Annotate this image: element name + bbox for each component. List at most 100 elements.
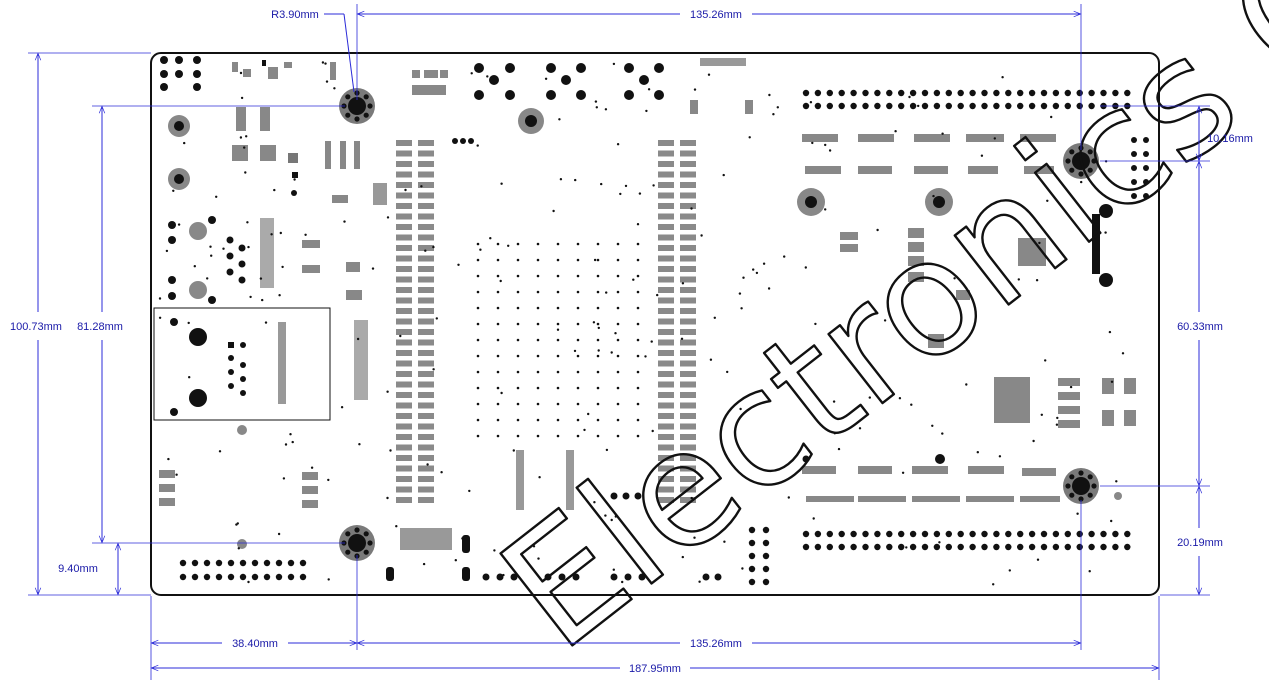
via [992, 583, 995, 586]
grid-pad [596, 418, 600, 422]
header-pin [969, 89, 976, 97]
hole-via [1087, 149, 1093, 155]
header-pin [1040, 530, 1048, 538]
grid-pad [616, 370, 620, 374]
radius-label: R3.90mm [271, 9, 319, 21]
mounting-hole-top-right [1063, 143, 1099, 179]
via [605, 291, 608, 294]
hole-via [367, 540, 373, 546]
header-pin [898, 102, 905, 110]
right-bottom-offset-label: 20.19mm [1177, 537, 1223, 549]
via [493, 549, 496, 552]
grid-pad [536, 386, 540, 390]
via [327, 578, 330, 581]
header-pin [862, 89, 869, 97]
connector-pad [396, 465, 412, 472]
via [218, 450, 222, 453]
header-pin [263, 559, 271, 567]
via [787, 496, 790, 499]
via [583, 428, 586, 432]
header-pin [826, 102, 833, 110]
header-pin [921, 543, 929, 551]
connector-pad [396, 339, 412, 346]
hole-via [1069, 167, 1075, 173]
header-pin [874, 530, 881, 538]
via [772, 113, 775, 116]
via [837, 447, 841, 451]
header-pin [826, 530, 833, 538]
via [454, 559, 457, 562]
via [610, 518, 613, 522]
via [245, 135, 248, 138]
header-pin [874, 102, 881, 110]
grid-pad [516, 306, 520, 310]
hole-via [363, 112, 369, 118]
grid-pad [576, 418, 580, 422]
via [752, 268, 755, 271]
via [593, 258, 597, 262]
header-pin [275, 559, 283, 567]
header-pin [1088, 530, 1095, 538]
via [614, 332, 617, 335]
via [277, 532, 281, 536]
connector-pad [680, 287, 696, 293]
via [998, 455, 1002, 458]
header-pin [898, 89, 905, 97]
connector-pad [658, 255, 674, 262]
via [621, 580, 624, 584]
grid-pad [576, 274, 580, 278]
connector-pad [658, 234, 674, 241]
header-pin [227, 573, 235, 581]
header-pin [1017, 89, 1024, 97]
grid-pad [596, 402, 600, 406]
hole-center [348, 97, 366, 115]
connector-pad [418, 297, 434, 304]
via [386, 390, 389, 393]
via [1036, 558, 1040, 561]
grid-pad [536, 242, 540, 246]
via [656, 293, 659, 297]
header-pin [1124, 543, 1131, 551]
via [177, 223, 181, 226]
board-to-board-connectors [396, 140, 696, 503]
via [273, 188, 276, 192]
header-pin [191, 559, 199, 567]
header-pin [945, 89, 952, 97]
header-pin [862, 530, 869, 538]
grid-pad [476, 402, 480, 406]
via [559, 178, 563, 181]
via [812, 517, 815, 520]
header-pin [748, 526, 756, 534]
grid-pad [476, 370, 480, 374]
via [1076, 512, 1079, 515]
grid-pad [556, 418, 560, 422]
via [976, 451, 979, 454]
header-pin [1005, 89, 1012, 97]
hole-via [1087, 167, 1093, 173]
grid-pad [476, 418, 480, 422]
via [435, 317, 438, 320]
header-pin [299, 573, 307, 581]
via [502, 573, 505, 577]
header-pin [921, 102, 929, 110]
grid-pad [496, 386, 500, 390]
header-pin [1076, 530, 1083, 538]
grid-pad [576, 258, 580, 262]
grid-pad [556, 354, 560, 358]
grid-pad [516, 242, 520, 246]
hole-via [1069, 492, 1075, 498]
via [310, 466, 314, 469]
header-pin [1052, 530, 1060, 538]
connector-pad [418, 266, 434, 272]
via [594, 100, 598, 103]
grid-pad [576, 386, 580, 390]
connector-pad [680, 455, 696, 461]
connector-pad [658, 381, 674, 388]
via [358, 443, 361, 446]
central-pad-grid [476, 242, 640, 438]
via [327, 478, 330, 482]
via [905, 546, 908, 549]
header-pin [933, 543, 941, 551]
via [690, 496, 693, 500]
header-pin [1124, 89, 1131, 97]
